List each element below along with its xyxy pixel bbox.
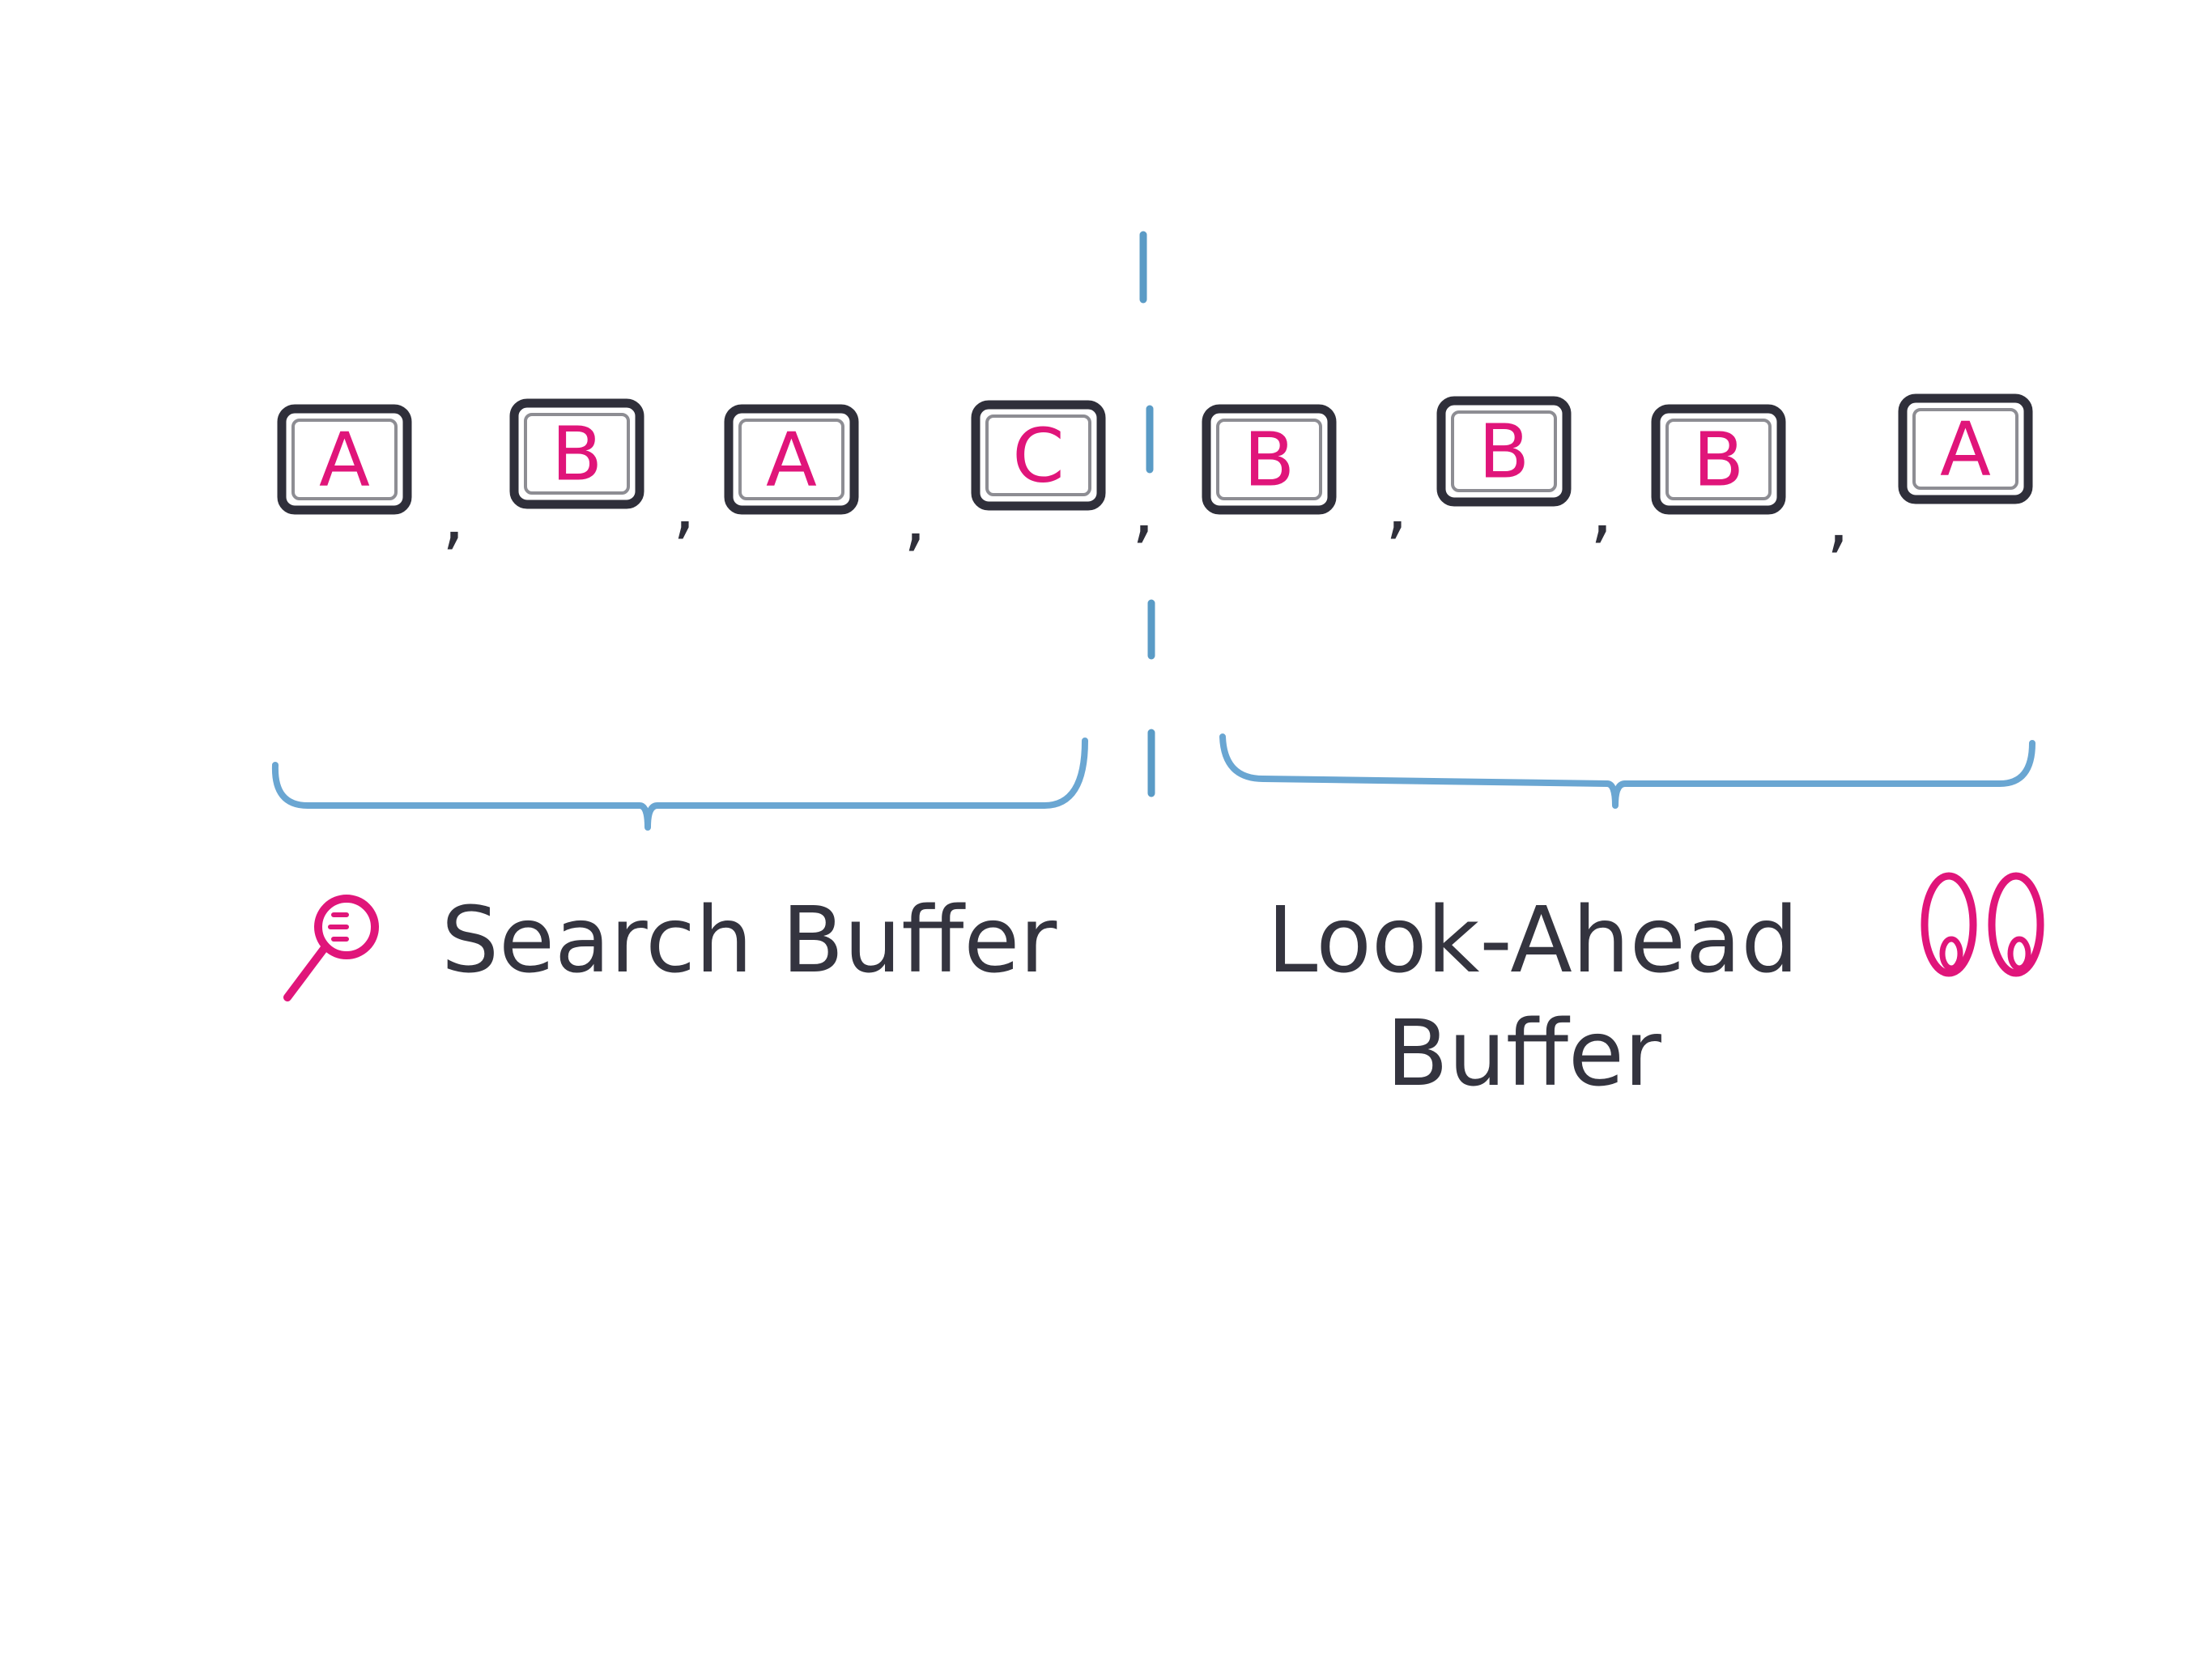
right-pupil (2007, 936, 2031, 971)
token-look-ahead-buffer: B (1651, 404, 1786, 515)
token-letter: B (1478, 409, 1529, 495)
token-letter: B (551, 411, 602, 498)
token-box (971, 400, 1106, 511)
search-buffer-brace (271, 738, 1088, 831)
token-letter: A (766, 417, 817, 504)
token-box-inner (1216, 419, 1322, 500)
look-ahead-label-line1: Look-Ahead (1267, 888, 1799, 993)
token-look-ahead-buffer: A (1898, 393, 2033, 504)
token-box-inner (291, 419, 398, 500)
token-search-buffer: A (277, 404, 412, 515)
look-ahead-buffer-brace (1219, 733, 2035, 809)
search-buffer-label: Search Buffer (441, 888, 1057, 993)
right-eye (1988, 872, 2044, 977)
token-letter: B (1693, 417, 1744, 504)
separator-comma: , (673, 463, 696, 548)
token-letter: B (1244, 417, 1295, 504)
token-box-inner (738, 419, 844, 500)
magnifying-glass-icon (283, 895, 379, 1001)
token-search-buffer: B (509, 398, 644, 509)
token-box-inner (1912, 408, 2018, 490)
magnifier-shine (328, 912, 349, 942)
look-ahead-label-line2: Buffer (1386, 1001, 1662, 1107)
token-box (1436, 396, 1572, 507)
left-eye (1921, 872, 1977, 977)
eyes-icon (1921, 872, 2044, 977)
separator-comma: , (1132, 467, 1155, 552)
separator-comma: , (442, 474, 466, 559)
left-pupil (1939, 936, 1963, 971)
token-box-inner (524, 413, 630, 495)
token-look-ahead-buffer: B (1202, 404, 1337, 515)
token-letter: A (1940, 406, 1991, 493)
separator-comma: , (1385, 463, 1409, 548)
token-box-inner (1665, 419, 1772, 500)
separator-comma: , (904, 475, 927, 560)
token-box-inner (1451, 410, 1557, 492)
token-letter: C (1012, 413, 1064, 500)
token-box (1202, 404, 1337, 515)
token-box (1651, 404, 1786, 515)
token-box (509, 398, 644, 509)
token-look-ahead-buffer: B (1436, 396, 1572, 507)
token-box (1898, 393, 2033, 504)
separator-comma: , (1590, 467, 1614, 552)
buffer-divider (1139, 231, 1155, 797)
token-letter: A (319, 417, 370, 504)
token-search-buffer: A (724, 404, 859, 515)
token-box (724, 404, 859, 515)
separator-comma: , (1827, 477, 1850, 562)
magnifier-handle (283, 945, 328, 1001)
separators: ,,,,,,, (442, 463, 1850, 562)
token-box (277, 404, 412, 515)
magnifier-lens (314, 895, 379, 959)
token-search-buffer: C (971, 400, 1106, 511)
token-box-inner (985, 414, 1091, 496)
